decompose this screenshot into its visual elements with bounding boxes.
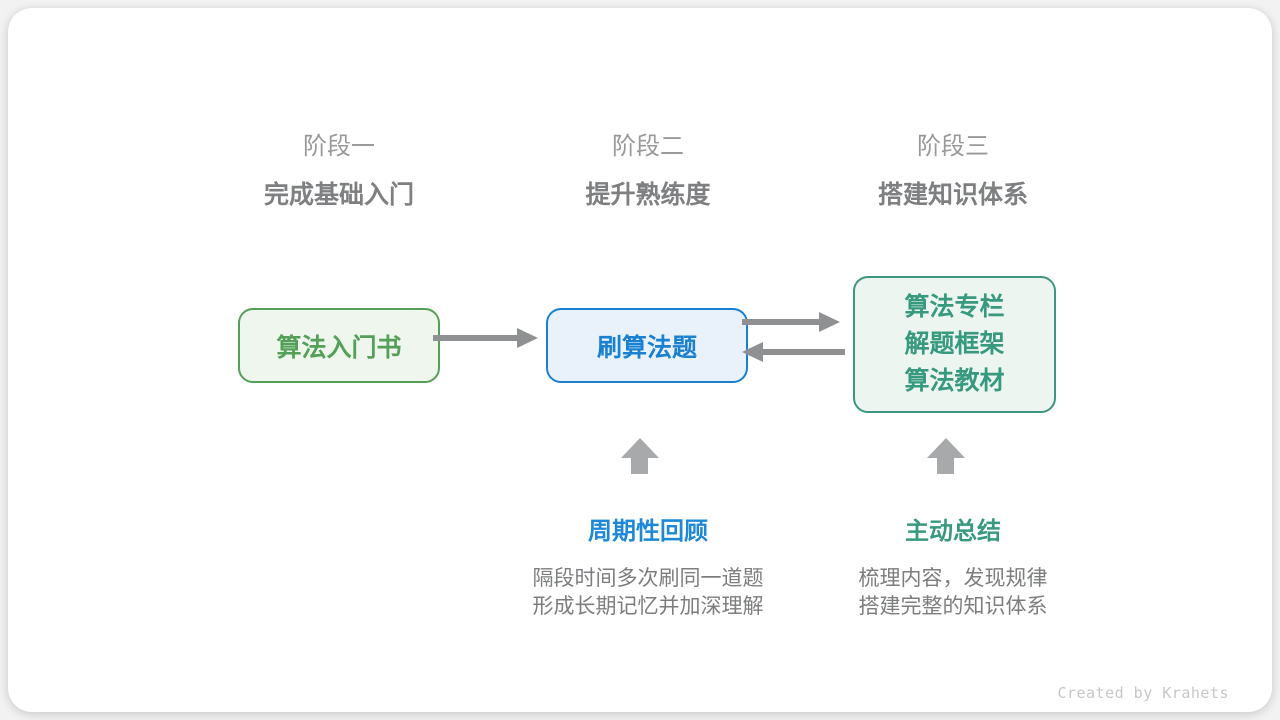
node-practice-label: 刷算法题 [596, 333, 697, 362]
stage-3-label: 阶段三 [917, 133, 989, 160]
stage-1-label: 阶段一 [303, 133, 375, 160]
annotation-summarize-title: 主动总结 [905, 518, 1001, 545]
stage-2-subtitle: 提升熟练度 [585, 181, 711, 209]
annotation-review-title: 周期性回顾 [588, 518, 708, 545]
annotation-summarize-desc-line-1: 梳理内容，发现规律 [858, 567, 1048, 590]
node-knowledge-line-3: 算法教材 [904, 367, 1005, 395]
annotation-summarize-desc-line-2: 搭建完整的知识体系 [858, 595, 1048, 618]
stage-header-1: 阶段一 完成基础入门 [189, 132, 489, 210]
stage-1-subtitle: 完成基础入门 [263, 181, 414, 209]
stage-header-3: 阶段三 搭建知识体系 [803, 132, 1103, 210]
annotation-review-desc-line-1: 隔段时间多次刷同一道题 [532, 567, 764, 590]
annotation-review-desc: 隔段时间多次刷同一道题 形成长期记忆并加深理解 [478, 565, 818, 621]
node-intro-book-label: 算法入门书 [276, 333, 402, 362]
node-knowledge-line-2: 解题框架 [904, 330, 1005, 358]
stage-2-label: 阶段二 [612, 133, 684, 160]
stage-header-2: 阶段二 提升熟练度 [498, 132, 798, 210]
annotation-summarize-desc: 梳理内容，发现规律 搭建完整的知识体系 [783, 565, 1123, 621]
node-knowledge-line-1: 算法专栏 [904, 293, 1005, 321]
stage-3-subtitle: 搭建知识体系 [877, 181, 1028, 209]
footer-credit: Created by Krahets [1057, 684, 1229, 702]
node-practice: 刷算法题 [546, 308, 748, 383]
annotation-review-desc-line-2: 形成长期记忆并加深理解 [532, 595, 764, 618]
diagram-card: 阶段一 完成基础入门 阶段二 提升熟练度 阶段三 搭建知识体系 算法入门书 刷算… [8, 8, 1272, 712]
node-intro-book: 算法入门书 [238, 308, 440, 383]
node-knowledge: 算法专栏 解题框架 算法教材 [853, 276, 1056, 413]
